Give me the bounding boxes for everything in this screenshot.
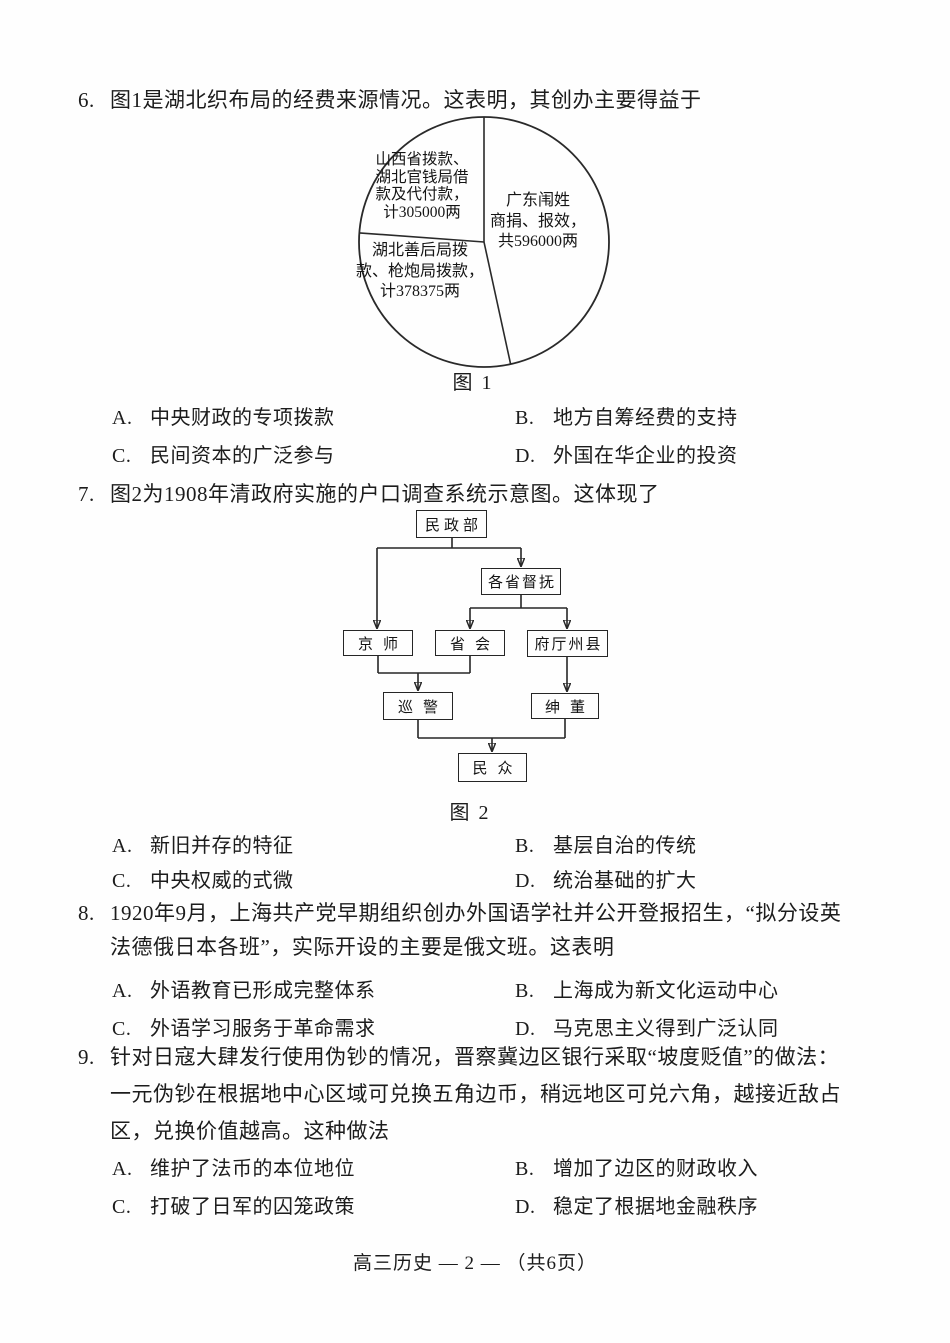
- option-letter: D.: [515, 1018, 536, 1040]
- option-text: 上海成为新文化运动中心: [553, 980, 779, 1002]
- flowchart-connectors: [300, 538, 680, 795]
- question-7-stem: 7. 图2为1908年清政府实施的户口调查系统示意图。这体现了: [78, 478, 660, 508]
- question-8-stem: 8. 1920年9月，上海共产党早期组织创办外国语学社并公开登报招生，“拟分设英: [78, 897, 841, 927]
- q8-option-a: A. 外语教育已形成完整体系: [112, 974, 376, 1003]
- q8-option-b: B. 上海成为新文化运动中心: [515, 974, 779, 1003]
- connector-dufu-split: [470, 595, 567, 609]
- option-letter: B.: [515, 1158, 535, 1180]
- connector-jingshi-shenghui-merge: [377, 656, 471, 674]
- q6-option-a: A. 中央财政的专项拨款: [112, 401, 335, 430]
- q6-option-c: C. 民间资本的广泛参与: [112, 439, 335, 468]
- node-xunjing: 巡警: [383, 692, 453, 720]
- question-number: 9.: [78, 1045, 95, 1069]
- figure-1-caption: 图 1: [452, 372, 494, 394]
- node-jingshi: 京师: [343, 630, 413, 656]
- node-shendong: 绅董: [531, 693, 599, 719]
- q8-option-c: C. 外语学习服务于革命需求: [112, 1012, 376, 1041]
- option-letter: B.: [515, 407, 535, 429]
- question-6-stem: 6. 图1是湖北织布局的经费来源情况。这表明，其创办主要得益于: [78, 84, 702, 114]
- question-text-line-1: 1920年9月，上海共产党早期组织创办外国语学社并公开登报招生，“拟分设英: [110, 901, 842, 925]
- question-number: 8.: [78, 901, 95, 925]
- node-minzhong: 民众: [458, 753, 527, 782]
- question-9-stem-line-2: 一元伪钞在根据地中心区域可兑换五角边币，稍远地区可兑六角，越接近敌占: [110, 1082, 841, 1106]
- option-letter: D.: [515, 445, 536, 467]
- node-minzhengbu: 民政部: [416, 510, 487, 538]
- option-text: 维护了法币的本位地位: [150, 1158, 355, 1180]
- option-text: 中央财政的专项拨款: [150, 407, 335, 429]
- q6-option-b: B. 地方自筹经费的支持: [515, 401, 738, 430]
- q7-option-b: B. 基层自治的传统: [515, 829, 697, 858]
- q9-option-c: C. 打破了日军的囚笼政策: [112, 1190, 355, 1219]
- option-text: 民间资本的广泛参与: [150, 445, 335, 467]
- question-text: 图2为1908年清政府实施的户口调查系统示意图。这体现了: [110, 482, 660, 506]
- option-letter: C.: [112, 445, 132, 467]
- q9-option-a: A. 维护了法币的本位地位: [112, 1152, 355, 1181]
- question-8-stem-line-2: 法德俄日本各班”，实际开设的主要是俄文班。这表明: [110, 935, 615, 959]
- option-text: 外语学习服务于革命需求: [150, 1018, 376, 1040]
- question-text-line-1: 针对日寇大肆发行使用伪钞的情况，晋察冀边区银行采取“坡度贬值”的做法：: [110, 1045, 840, 1069]
- q7-option-c: C. 中央权威的式微: [112, 864, 294, 893]
- node-gesheng-dufu: 各省督抚: [481, 568, 561, 595]
- option-letter: C.: [112, 1196, 132, 1218]
- option-letter: C.: [112, 1018, 132, 1040]
- q9-option-d: D. 稳定了根据地金融秩序: [515, 1190, 758, 1219]
- connector-xunjing-shendong-merge: [417, 719, 566, 739]
- pie-chart-svg: [358, 116, 610, 368]
- option-text: 马克思主义得到广泛认同: [553, 1018, 779, 1040]
- option-text: 中央权威的式微: [150, 870, 294, 892]
- page-footer: 高三历史 — 2 — （共6页）: [352, 1253, 597, 1274]
- pie-slice-boundary: [359, 232, 485, 243]
- pie-slice-label-shanxi: 山西省拨款、 湖北官钱局借 款及代付款， 计305000两: [375, 151, 469, 221]
- option-letter: A.: [112, 407, 133, 429]
- pie-slice-label-guangdong: 广东闱姓 商捐、报效， 共596000两: [489, 192, 586, 250]
- node-futingzhouxian: 府厅州县: [527, 630, 608, 657]
- option-text: 统治基础的扩大: [553, 870, 697, 892]
- option-letter: A.: [112, 980, 133, 1002]
- option-text: 新旧并存的特征: [150, 835, 294, 857]
- option-text: 增加了边区的财政收入: [553, 1158, 758, 1180]
- q9-option-b: B. 增加了边区的财政收入: [515, 1152, 758, 1181]
- option-letter: A.: [112, 835, 133, 857]
- q7-option-d: D. 统治基础的扩大: [515, 864, 697, 893]
- question-number: 6.: [78, 88, 95, 112]
- org-flowchart: 民政部 各省督抚 京师 省会 府厅州县 巡警 绅董 民众: [300, 505, 680, 795]
- option-text: 稳定了根据地金融秩序: [553, 1196, 758, 1218]
- q8-option-d: D. 马克思主义得到广泛认同: [515, 1012, 779, 1041]
- option-text: 外语教育已形成完整体系: [150, 980, 376, 1002]
- option-letter: B.: [515, 835, 535, 857]
- option-text: 基层自治的传统: [553, 835, 697, 857]
- pie-slice-label-hubei-shanhou: 湖北善后局拨 款、枪炮局拨款， 计378375两: [355, 242, 484, 300]
- q6-option-d: D. 外国在华企业的投资: [515, 439, 738, 468]
- option-text: 打破了日军的囚笼政策: [150, 1196, 355, 1218]
- option-text: 外国在华企业的投资: [553, 445, 738, 467]
- option-letter: D.: [515, 870, 536, 892]
- option-letter: B.: [515, 980, 535, 1002]
- question-9-stem: 9. 针对日寇大肆发行使用伪钞的情况，晋察冀边区银行采取“坡度贬值”的做法：: [78, 1041, 839, 1071]
- option-letter: D.: [515, 1196, 536, 1218]
- pie-slice-boundary: [483, 241, 512, 365]
- option-letter: C.: [112, 870, 132, 892]
- question-number: 7.: [78, 482, 95, 506]
- q7-option-a: A. 新旧并存的特征: [112, 829, 294, 858]
- question-9-stem-line-3: 区，兑换价值越高。这种做法: [110, 1119, 390, 1143]
- option-letter: A.: [112, 1158, 133, 1180]
- node-shenghui: 省会: [435, 630, 505, 656]
- question-text: 图1是湖北织布局的经费来源情况。这表明，其创办主要得益于: [110, 88, 702, 112]
- option-text: 地方自筹经费的支持: [553, 407, 738, 429]
- figure-2-caption: 图 2: [449, 802, 491, 824]
- connector-minzhengbu-split: [377, 538, 521, 549]
